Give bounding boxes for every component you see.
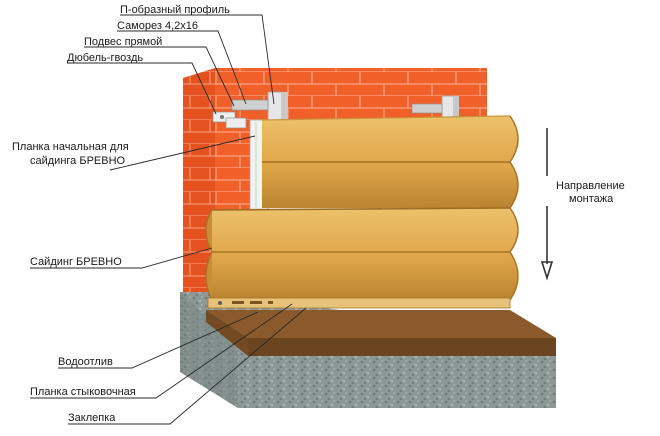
callout-starter-strip: Планка начальная для сайдинга БРЕВНО	[12, 135, 256, 171]
joint-strip	[207, 297, 511, 309]
callout-drip: Водоотлив	[58, 311, 259, 369]
label-drip: Водоотлив	[58, 356, 113, 368]
drip-edge	[206, 310, 556, 356]
straight-hanger	[231, 99, 443, 114]
label-rivet: Заклепка	[68, 412, 116, 424]
label-dowel: Дюбель-гвоздь	[67, 52, 143, 64]
direction-label-bg	[532, 176, 616, 206]
callout-screw: Саморез 4,2х16	[117, 20, 247, 105]
dowel-nail	[212, 111, 247, 129]
callout-p-profile: П-образный профиль	[120, 4, 275, 105]
label-joint-strip: Планка стыковочная	[30, 386, 136, 398]
label-hanger: Подвес прямой	[84, 36, 162, 48]
rivet-mark	[218, 301, 222, 305]
direction-label-line2: монтажа	[569, 193, 614, 205]
label-p-profile: П-образный профиль	[120, 4, 230, 16]
label-siding: Сайдинг БРЕВНО	[30, 256, 122, 268]
label-starter-line1: Планка начальная для	[12, 141, 129, 153]
label-starter-line2: сайдинга БРЕВНО	[30, 155, 126, 167]
log-siding	[205, 115, 519, 301]
callout-rivet: Заклепка	[68, 307, 307, 425]
callout-joint-strip: Планка стыковочная	[30, 303, 293, 399]
callout-hanger: Подвес прямой	[84, 36, 235, 107]
direction-label-line1: Направление	[556, 180, 625, 192]
callout-dowel: Дюбель-гвоздь	[67, 52, 217, 115]
label-screw: Саморез 4,2х16	[117, 20, 198, 32]
callout-siding: Сайдинг БРЕВНО	[30, 247, 213, 269]
